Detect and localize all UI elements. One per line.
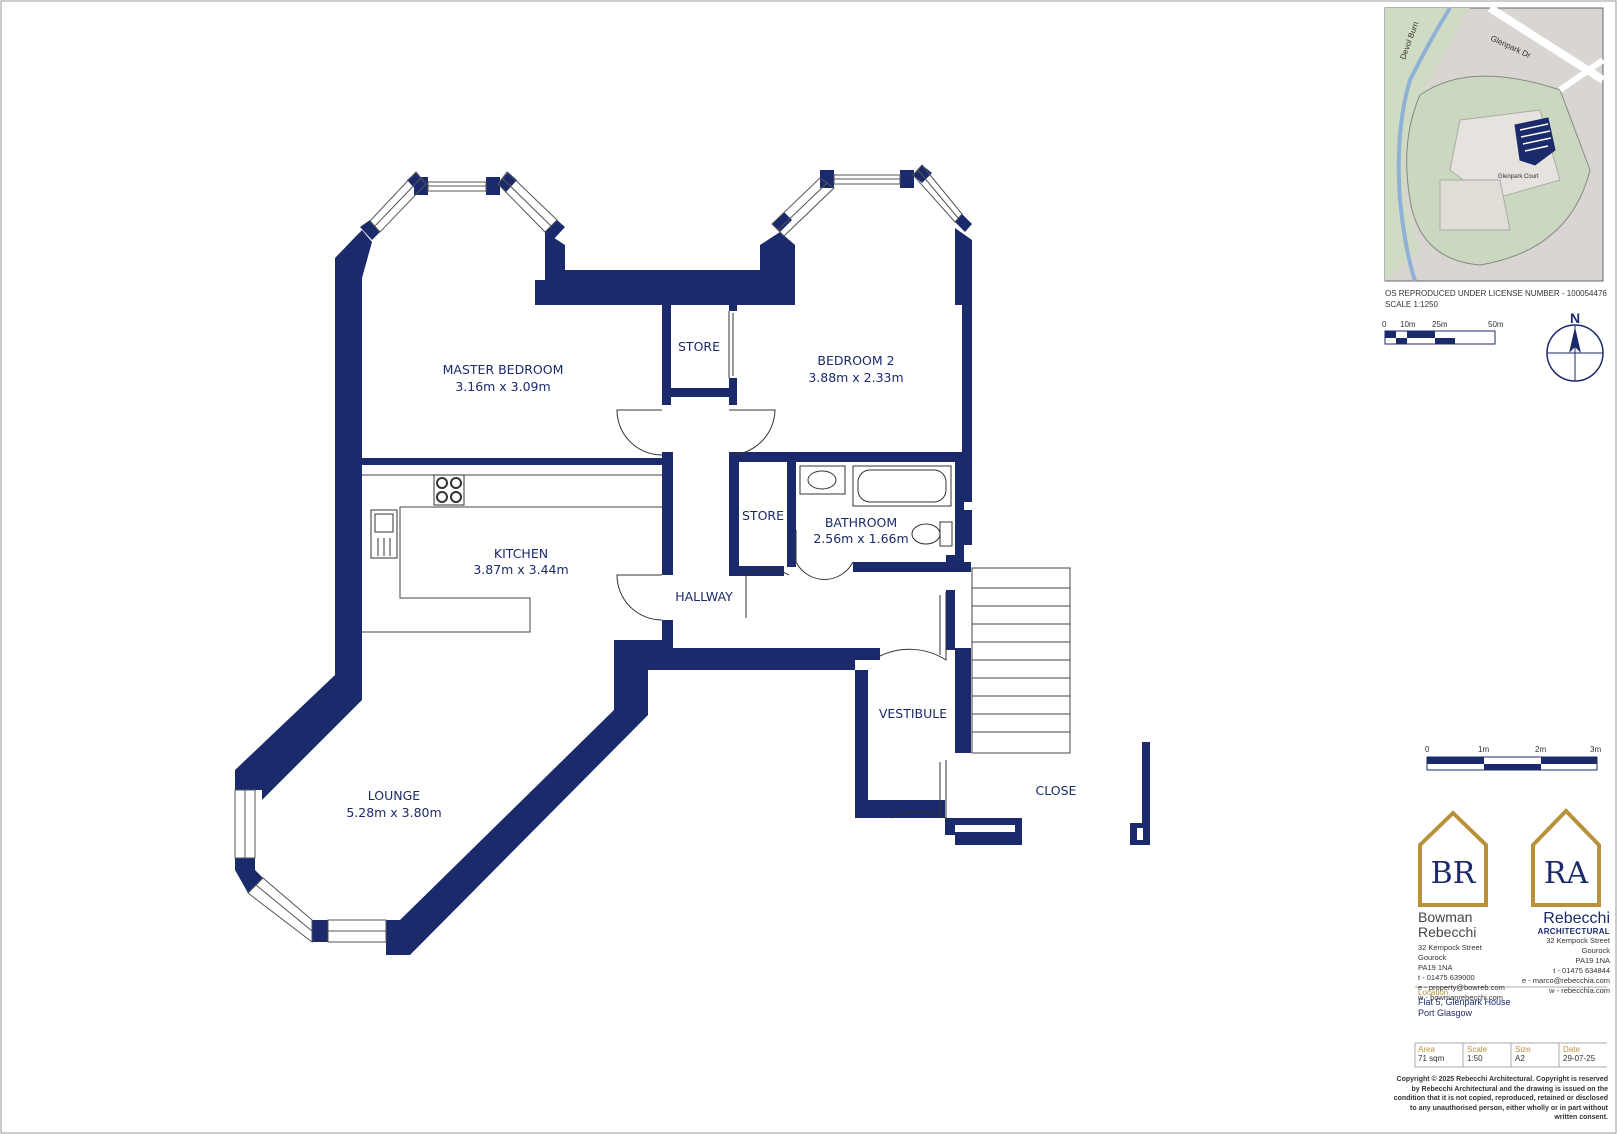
ra-address-1: 32 Kempock Street	[1546, 936, 1610, 945]
kitchen-label: KITCHEN	[494, 546, 548, 561]
br-address-2: Gourock	[1418, 953, 1447, 962]
area-value: 71 sqm	[1418, 1054, 1445, 1063]
bathroom-label: BATHROOM	[825, 515, 897, 530]
sink-icon	[370, 509, 398, 559]
location-label: Location	[1418, 988, 1449, 997]
svg-text:50m: 50m	[1488, 320, 1504, 329]
size-cell: Size A2	[1515, 1045, 1531, 1063]
map-scale-line: SCALE 1:1250	[1385, 300, 1438, 309]
ra-phone: t - 01475 634844	[1553, 966, 1610, 975]
hob-icon	[433, 474, 465, 506]
ra-address-3: PA19 1NA	[1575, 956, 1610, 965]
br-name1: Bowman	[1418, 909, 1473, 925]
br-phone: t - 01475 639000	[1418, 973, 1475, 982]
area-label: Area	[1418, 1045, 1435, 1054]
north-label: N	[1570, 310, 1580, 326]
bedroom2-label: BEDROOM 2	[817, 353, 894, 368]
stairs	[971, 567, 1071, 754]
svg-text:10m: 10m	[1400, 320, 1416, 329]
svg-text:0: 0	[1382, 320, 1387, 329]
store-mid-label: STORE	[742, 508, 784, 523]
store-top-label: STORE	[678, 339, 720, 354]
br-address-3: PA19 1NA	[1418, 963, 1453, 972]
basin-icon	[799, 465, 846, 495]
title-block-lines	[1414, 986, 1607, 1068]
plan-scale-bar: 0 1m 2m 3m	[1425, 745, 1601, 771]
master-bedroom-label: MASTER BEDROOM	[443, 362, 564, 377]
svg-text:3m: 3m	[1590, 745, 1601, 754]
ra-address-2: Gourock	[1581, 946, 1610, 955]
copyright-text: Copyright © 2025 Rebecchi Architectural.…	[1393, 1076, 1608, 1121]
scale-cell: Scale 1:50	[1467, 1045, 1487, 1063]
svg-text:2m: 2m	[1535, 745, 1546, 754]
scale-label: Scale	[1467, 1045, 1488, 1054]
kitchen-counters	[362, 474, 662, 633]
size-value: A2	[1515, 1054, 1525, 1063]
br-address-1: 32 Kempock Street	[1418, 943, 1482, 952]
hallway-label: HALLWAY	[675, 589, 733, 604]
svg-text:0: 0	[1425, 745, 1430, 754]
br-contact: Bowman Rebecchi 32 Kempock Street Gouroc…	[1418, 910, 1528, 1003]
scale-value: 1:50	[1467, 1054, 1483, 1063]
ra-name1: Rebecchi	[1543, 910, 1610, 927]
date-label: Date	[1563, 1045, 1580, 1054]
walls	[235, 165, 1150, 955]
size-label: Size	[1515, 1045, 1531, 1054]
ra-email: e - marco@rebecchia.com	[1521, 976, 1610, 985]
map-license-line: OS REPRODUCED UNDER LICENSE NUMBER - 100…	[1385, 289, 1607, 298]
ra-logo: RA	[1531, 808, 1601, 907]
br-email: e - property@bowreb.com	[1418, 983, 1505, 992]
date-value: 29-07-25	[1563, 1054, 1596, 1063]
location-map: Devol Burn Glenpark Dr Glenpark Court	[1384, 4, 1606, 282]
ra-name2: ARCHITECTURAL	[1537, 927, 1610, 936]
br-web: w - bowmanrebecchi.com	[1418, 993, 1504, 1002]
svg-text:BR: BR	[1431, 856, 1477, 891]
location-line2: Port Glasgow	[1418, 1008, 1473, 1018]
area-cell: Area 71 sqm	[1418, 1045, 1444, 1063]
north-arrow-icon: N	[1546, 310, 1604, 382]
doors	[616, 311, 947, 819]
location-line1: Flat 5, Glenpark House	[1418, 997, 1511, 1007]
ra-web: w - rebecchia.com	[1549, 986, 1610, 995]
close-label: CLOSE	[1036, 783, 1077, 798]
map-building-label: Glenpark Court	[1498, 174, 1539, 180]
bath-icon	[852, 465, 952, 507]
ra-contact: Rebecchi ARCHITECTURAL 32 Kempock Street…	[1500, 910, 1610, 996]
windows	[234, 164, 963, 944]
master-bedroom-dims: 3.16m x 3.09m	[455, 379, 550, 394]
br-logo: BR	[1418, 810, 1488, 907]
date-cell: Date 29-07-25	[1563, 1045, 1595, 1063]
toilet-icon	[911, 521, 953, 547]
lounge-dims: 5.28m x 3.80m	[346, 805, 441, 820]
kitchen-dims: 3.87m x 3.44m	[473, 562, 568, 577]
svg-text:1m: 1m	[1478, 745, 1489, 754]
svg-text:RA: RA	[1544, 856, 1589, 891]
vestibule-label: VESTIBULE	[879, 706, 947, 721]
map-scale-bar: 0 10m 25m 50m	[1382, 320, 1504, 345]
location-block: Location Flat 5, Glenpark House Port Gla…	[1418, 988, 1608, 1019]
bathroom-dims: 2.56m x 1.66m	[813, 531, 908, 546]
lounge-label: LOUNGE	[368, 788, 421, 803]
svg-text:25m: 25m	[1432, 320, 1448, 329]
br-name2: Rebecchi	[1418, 924, 1477, 940]
bedroom2-dims: 3.88m x 2.33m	[808, 370, 903, 385]
